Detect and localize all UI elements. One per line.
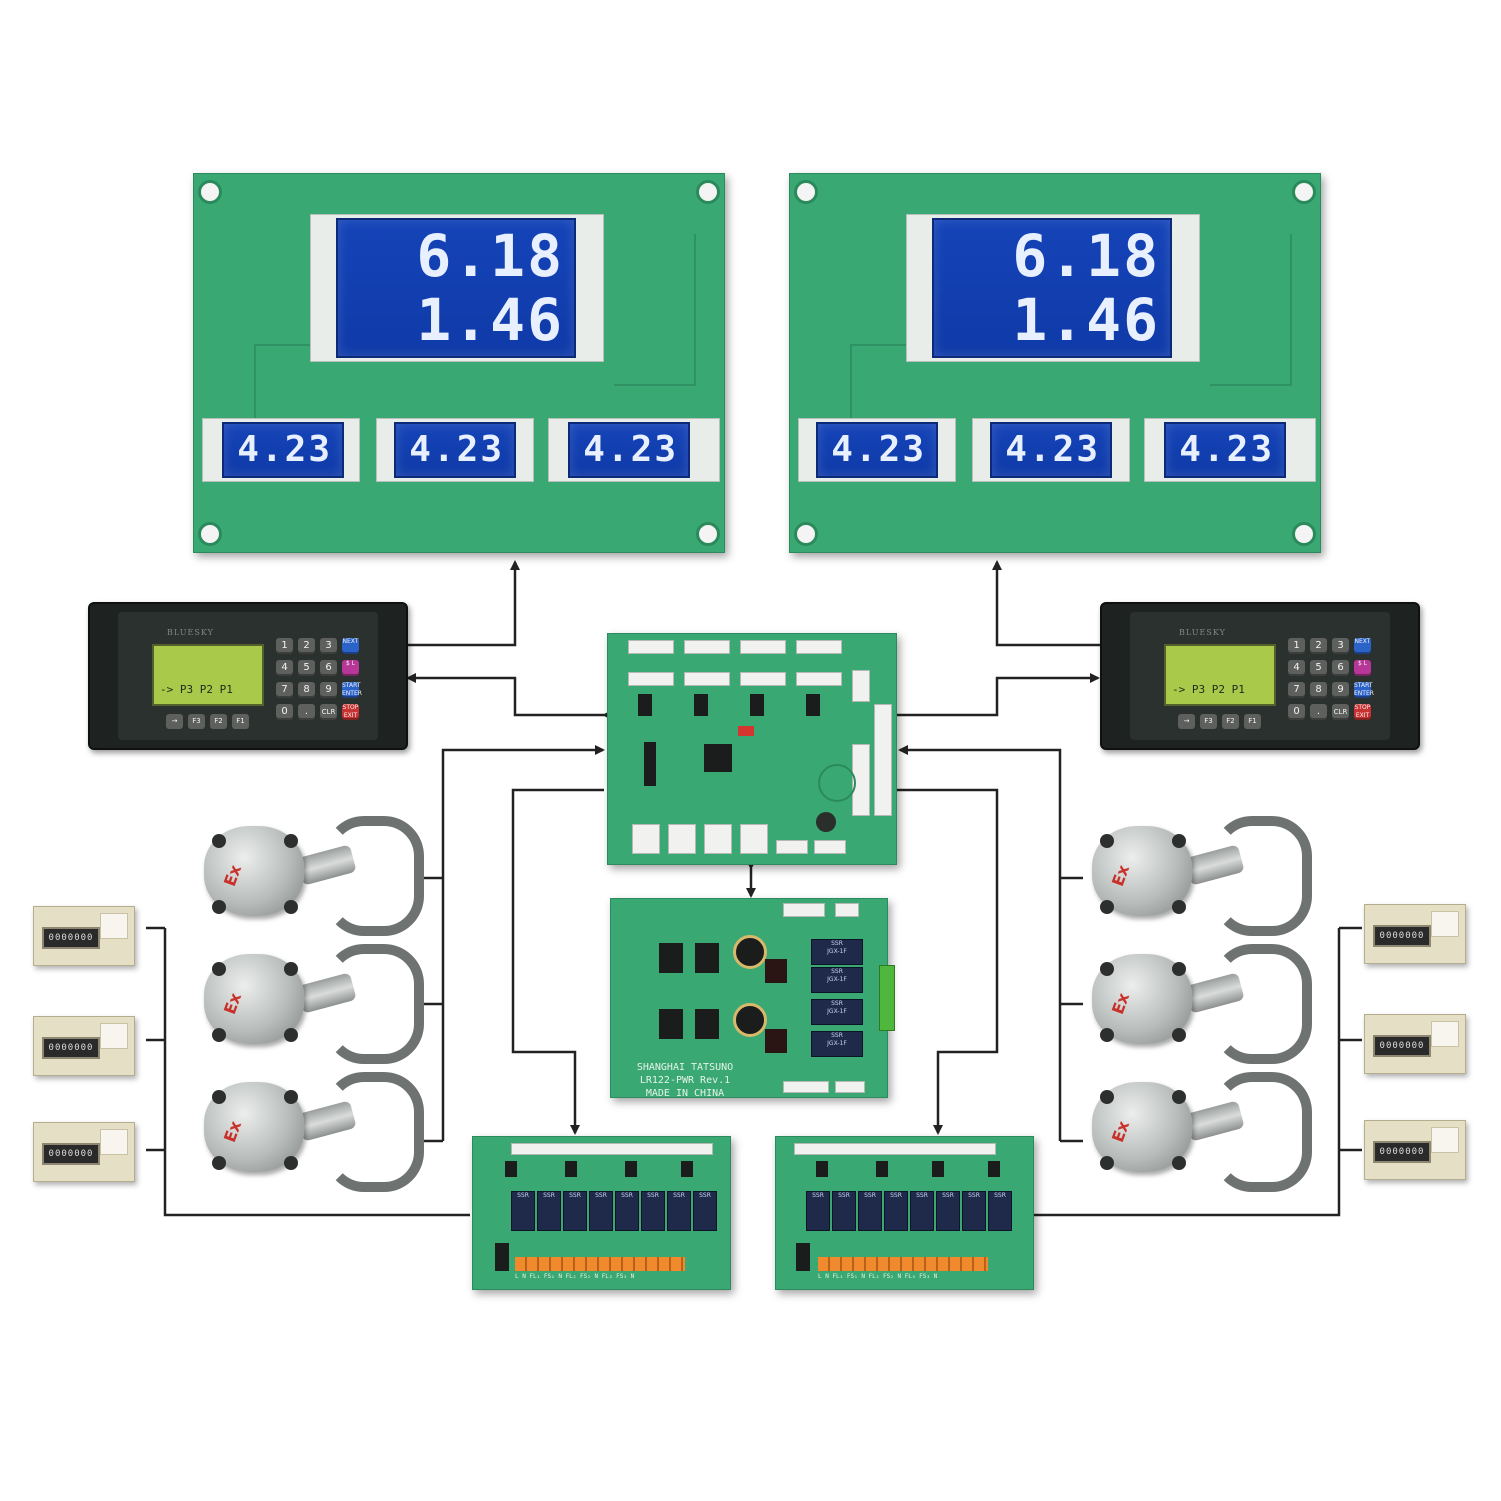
key-f3[interactable]: F3 [1200, 714, 1217, 729]
mount-hole [198, 180, 222, 204]
counter-left-3: 0000000 [33, 1122, 135, 1182]
key-f3[interactable]: F3 [188, 714, 205, 729]
relay-board-right: SSR SSR SSR SSR SSR SSR SSR SSR L N FL₁ … [775, 1136, 1034, 1290]
price-readout: 6.18 [416, 222, 564, 290]
key-6[interactable]: 6 [1332, 660, 1349, 676]
nozzle-lcd-1: 4.23 [816, 422, 938, 478]
key-5[interactable]: 5 [1310, 660, 1327, 676]
controller-screen: -> P3 P2 P1 [152, 644, 264, 706]
controller-screen: -> P3 P2 P1 [1164, 644, 1276, 706]
key-f1[interactable]: F1 [232, 714, 249, 729]
key-1[interactable]: 1 [1288, 638, 1305, 654]
main-lcd: 6.18 1.46 [336, 218, 576, 358]
key-6[interactable]: 6 [320, 660, 337, 676]
wire-main-to-relay-left [511, 788, 604, 1135]
key-dot[interactable]: . [1310, 704, 1327, 720]
wire-main-to-controller-right [890, 673, 1100, 720]
nozzle-lcd-1: 4.23 [222, 422, 344, 478]
volume-readout: 1.46 [416, 286, 564, 354]
key-dollar-liter[interactable]: $ L [1354, 660, 1371, 676]
key-8[interactable]: 8 [1310, 682, 1327, 698]
main-control-board [607, 633, 897, 865]
counter-left-1: 0000000 [33, 906, 135, 966]
key-8[interactable]: 8 [298, 682, 315, 698]
pulser-left-2: Ex [204, 944, 424, 1064]
key-stop-exit[interactable]: STOP EXIT [1354, 704, 1371, 720]
wire-controller-right-to-display-right [992, 560, 1100, 647]
key-stop-exit[interactable]: STOP EXIT [342, 704, 359, 720]
key-next[interactable]: NEXT [1354, 638, 1371, 654]
nozzle-lcd-2: 4.23 [394, 422, 516, 478]
pulser-left-3: Ex [204, 1072, 424, 1192]
mcu-chip [704, 744, 732, 772]
pulser-right-3: Ex [1092, 1072, 1312, 1192]
wire-right-pulsers-to-main [900, 750, 1083, 1143]
counter-right-2: 0000000 [1364, 1014, 1466, 1074]
key-2[interactable]: 2 [298, 638, 315, 654]
board-silkscreen: SHANGHAI TATSUNO LR122-PWR Rev.1 MADE IN… [636, 1062, 734, 1099]
volume-readout: 1.46 [1012, 286, 1160, 354]
price-readout: 6.18 [1012, 222, 1160, 290]
brand-label: BLUESKY [167, 628, 214, 637]
key-clr[interactable]: CLR [320, 704, 337, 720]
pulser-right-2: Ex [1092, 944, 1312, 1064]
mount-hole [198, 522, 222, 546]
pulser-left-1: Ex [204, 816, 424, 936]
key-3[interactable]: 3 [320, 638, 337, 654]
nozzle-lcd-3: 4.23 [568, 422, 690, 478]
wire-left-counters-to-relay [146, 926, 470, 1217]
key-2[interactable]: 2 [1310, 638, 1327, 654]
wire-controller-left-to-display-left [406, 560, 520, 647]
key-9[interactable]: 9 [1332, 682, 1349, 698]
key-0[interactable]: 0 [276, 704, 293, 720]
key-3[interactable]: 3 [1332, 638, 1349, 654]
key-arrow[interactable]: → [1178, 714, 1195, 729]
key-1[interactable]: 1 [276, 638, 293, 654]
terminal-labels: L N FL₁ FS₁ N FL₂ FS₂ N FL₃ FS₃ N [515, 1273, 635, 1280]
controller-right: BLUESKY -> P3 P2 P1 1 2 3 4 5 6 7 8 9 0 … [1100, 602, 1420, 750]
ex-label: Ex [220, 862, 246, 889]
key-4[interactable]: 4 [1288, 660, 1305, 676]
counter-right-1: 0000000 [1364, 904, 1466, 964]
key-start-enter[interactable]: START ENTER [342, 682, 362, 698]
key-f2[interactable]: F2 [210, 714, 227, 729]
wire-main-to-relay-right [897, 788, 999, 1135]
display-board-left: 6.18 1.46 4.23 4.23 4.23 [193, 173, 725, 553]
key-clr[interactable]: CLR [1332, 704, 1349, 720]
key-dollar-liter[interactable]: $ L [342, 660, 359, 676]
key-arrow[interactable]: → [166, 714, 183, 729]
key-dot[interactable]: . [298, 704, 315, 720]
display-board-right: 6.18 1.46 4.23 4.23 4.23 [789, 173, 1321, 553]
key-f2[interactable]: F2 [1222, 714, 1239, 729]
brand-label: BLUESKY [1179, 628, 1226, 637]
terminal-labels: L N FL₁ FS₁ N FL₂ FS₂ N FL₃ FS₃ N [818, 1273, 938, 1280]
mount-hole [696, 180, 720, 204]
key-7[interactable]: 7 [276, 682, 293, 698]
controller-left: BLUESKY -> P3 P2 P1 1 2 3 4 5 6 7 8 9 0 … [88, 602, 408, 750]
counter-right-3: 0000000 [1364, 1120, 1466, 1180]
key-start-enter[interactable]: START ENTER [1354, 682, 1374, 698]
counter-left-2: 0000000 [33, 1016, 135, 1076]
main-lcd: 6.18 1.46 [932, 218, 1172, 358]
nozzle-lcd-3: 4.23 [1164, 422, 1286, 478]
wire-left-pulsers-to-main [420, 750, 603, 1143]
key-next[interactable]: NEXT [342, 638, 359, 654]
key-5[interactable]: 5 [298, 660, 315, 676]
nozzle-lcd-2: 4.23 [990, 422, 1112, 478]
mount-hole [696, 522, 720, 546]
key-9[interactable]: 9 [320, 682, 337, 698]
key-4[interactable]: 4 [276, 660, 293, 676]
pulser-right-1: Ex [1092, 816, 1312, 936]
wire-main-to-controller-left [406, 673, 612, 720]
key-7[interactable]: 7 [1288, 682, 1305, 698]
wire-right-counters-to-relay [1033, 926, 1362, 1217]
key-0[interactable]: 0 [1288, 704, 1305, 720]
relay-board-left: SSR SSR SSR SSR SSR SSR SSR SSR L N FL₁ … [472, 1136, 731, 1290]
key-f1[interactable]: F1 [1244, 714, 1261, 729]
